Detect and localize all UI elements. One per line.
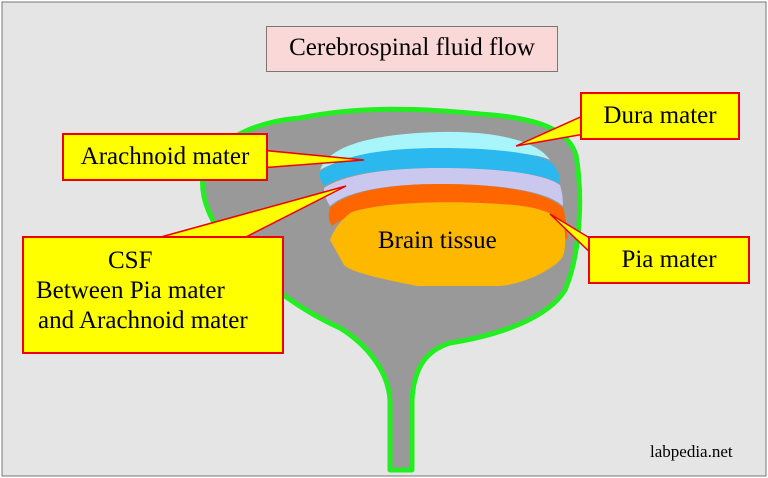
diagram-title: Cerebrospinal fluid flow: [266, 26, 558, 72]
arachnoid-mater-callout: Arachnoid mater: [62, 133, 268, 181]
brain-tissue-label: Brain tissue: [378, 227, 497, 254]
csf-callout: CSF Between Pia mater and Arachnoid mate…: [22, 236, 284, 354]
dura-mater-callout: Dura mater: [580, 92, 740, 140]
csf-space-layer: [324, 168, 563, 206]
pia-mater-layer: [328, 184, 568, 240]
brain-tissue-shape: [330, 202, 566, 286]
dura-mater-layer: [320, 131, 550, 170]
csf-line-2: Between Pia mater: [36, 277, 225, 304]
csf-line-3: and Arachnoid mater: [38, 307, 248, 334]
arachnoid-mater-layer: [319, 148, 560, 186]
pia-mater-callout: Pia mater: [588, 236, 750, 284]
csf-line-1: CSF: [108, 247, 153, 274]
watermark: labpedia.net: [650, 442, 733, 461]
